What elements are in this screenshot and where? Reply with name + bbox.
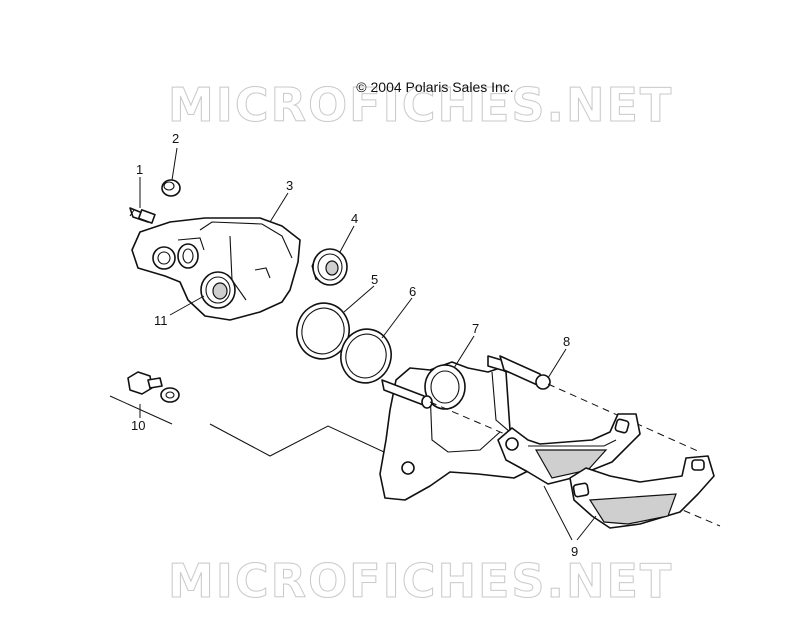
callout-11: 11 bbox=[154, 313, 168, 328]
callout-2: 2 bbox=[172, 131, 179, 146]
caliper-bracket bbox=[379, 355, 531, 501]
callout-8: 8 bbox=[563, 334, 570, 349]
callout-9: 9 bbox=[571, 544, 578, 559]
callout-10: 10 bbox=[131, 418, 145, 433]
callout-3: 3 bbox=[286, 178, 293, 193]
callout-6: 6 bbox=[409, 284, 416, 299]
copyright-notice: © 2004 Polaris Sales Inc. bbox=[356, 79, 514, 95]
alignment-line-upper bbox=[547, 383, 701, 453]
bleeder-screw bbox=[129, 207, 156, 224]
dust-seal-ring bbox=[340, 328, 392, 384]
bracket-pin bbox=[499, 355, 551, 390]
mounting-bolt-washer bbox=[109, 371, 180, 425]
callout-5: 5 bbox=[371, 272, 378, 287]
watermark-top: MICROFICHES.NET bbox=[168, 78, 674, 133]
brake-pad-outer bbox=[569, 455, 715, 529]
assembly-reference-line bbox=[209, 423, 385, 457]
piston bbox=[311, 248, 348, 286]
bleeder-cap bbox=[161, 179, 181, 197]
caliper-piston-seal bbox=[200, 271, 236, 309]
leader-lines bbox=[139, 147, 597, 541]
callout-7: 7 bbox=[472, 321, 479, 336]
caliper-body bbox=[131, 217, 301, 321]
watermark-bottom: MICROFICHES.NET bbox=[168, 554, 674, 609]
callout-4: 4 bbox=[351, 211, 358, 226]
callout-1: 1 bbox=[136, 162, 143, 177]
